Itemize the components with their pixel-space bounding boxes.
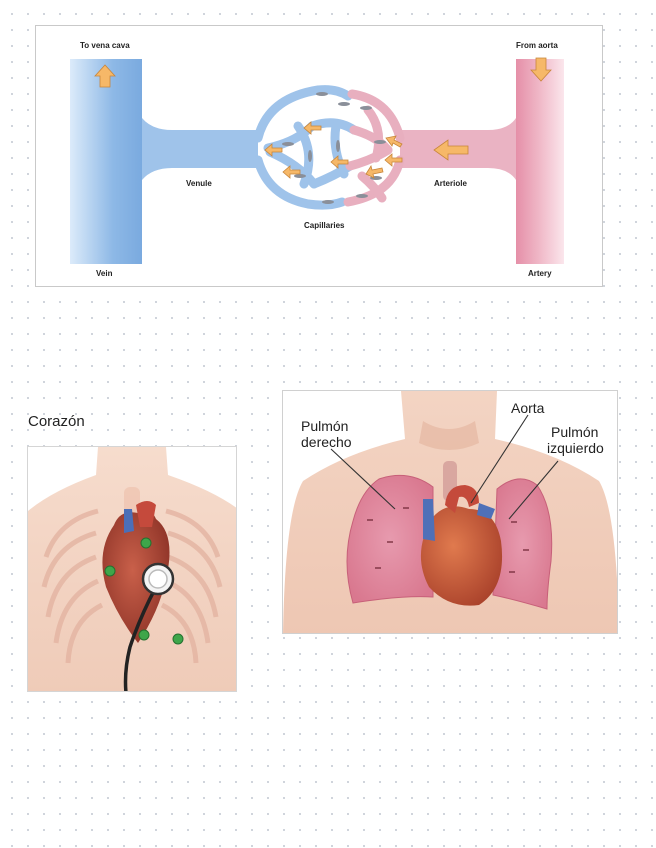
leader-lines: [330, 414, 559, 520]
valve-markers: [104, 537, 184, 645]
stethoscope-diaphragm: [148, 569, 168, 589]
right-lung: [346, 474, 434, 604]
label-to-vena-cava: To vena cava: [80, 41, 130, 50]
arrow-left-icon: [330, 155, 349, 169]
heart-aorta: [136, 501, 156, 527]
lungs-svg: Pulmón derecho Aorta Pulmón izquierdo: [283, 391, 617, 633]
heart-title: Corazón: [28, 413, 85, 430]
vena-cava: [423, 499, 435, 541]
heart-svg: [28, 447, 236, 691]
arrow-down-icon: [530, 57, 552, 82]
label-left-lung-line2: izquierdo: [547, 440, 604, 456]
stethoscope-tube: [123, 586, 158, 691]
label-aorta: Aorta: [511, 400, 545, 416]
label-artery: Artery: [528, 269, 552, 278]
label-left-lung-line1: Pulmón: [551, 424, 598, 440]
heart-organ: [420, 506, 503, 606]
heart-vessels: [124, 509, 134, 533]
artery-column: [516, 59, 564, 264]
neck-shadow: [419, 421, 479, 450]
aorta-vessel: [445, 485, 479, 513]
circulation-diagram: To vena cava From aorta Venule Arteriole…: [35, 25, 603, 287]
vein-column: [70, 59, 142, 264]
flow-arrows: [94, 57, 552, 179]
label-vein: Vein: [96, 269, 113, 278]
left-lung: [492, 478, 553, 610]
label-venule: Venule: [186, 179, 212, 188]
circulation-svg: To vena cava From aorta Venule Arteriole…: [70, 41, 564, 278]
arrow-left-icon: [385, 135, 403, 148]
heart-organ: [102, 510, 170, 643]
arrow-left-icon: [365, 164, 384, 179]
arrow-left-icon: [282, 165, 301, 179]
arrow-left-icon: [433, 139, 469, 161]
label-from-aorta: From aorta: [516, 41, 558, 50]
arrow-left-icon: [303, 121, 322, 135]
lungs-illustration: Pulmón derecho Aorta Pulmón izquierdo: [282, 390, 618, 634]
lung-texture: [367, 507, 529, 573]
label-arteriole: Arteriole: [434, 179, 467, 188]
heart-illustration: [27, 446, 237, 692]
pulmonary-vessel: [477, 503, 495, 519]
label-right-lung-line1: Pulmón: [301, 418, 348, 434]
arrow-left-icon: [384, 153, 403, 167]
venule-channel: [142, 118, 258, 180]
capillary-network: [253, 85, 405, 210]
arrow-up-icon: [94, 64, 116, 88]
label-capillaries: Capillaries: [304, 221, 345, 230]
arrow-left-icon: [264, 143, 283, 157]
label-right-lung-line2: derecho: [301, 434, 352, 450]
